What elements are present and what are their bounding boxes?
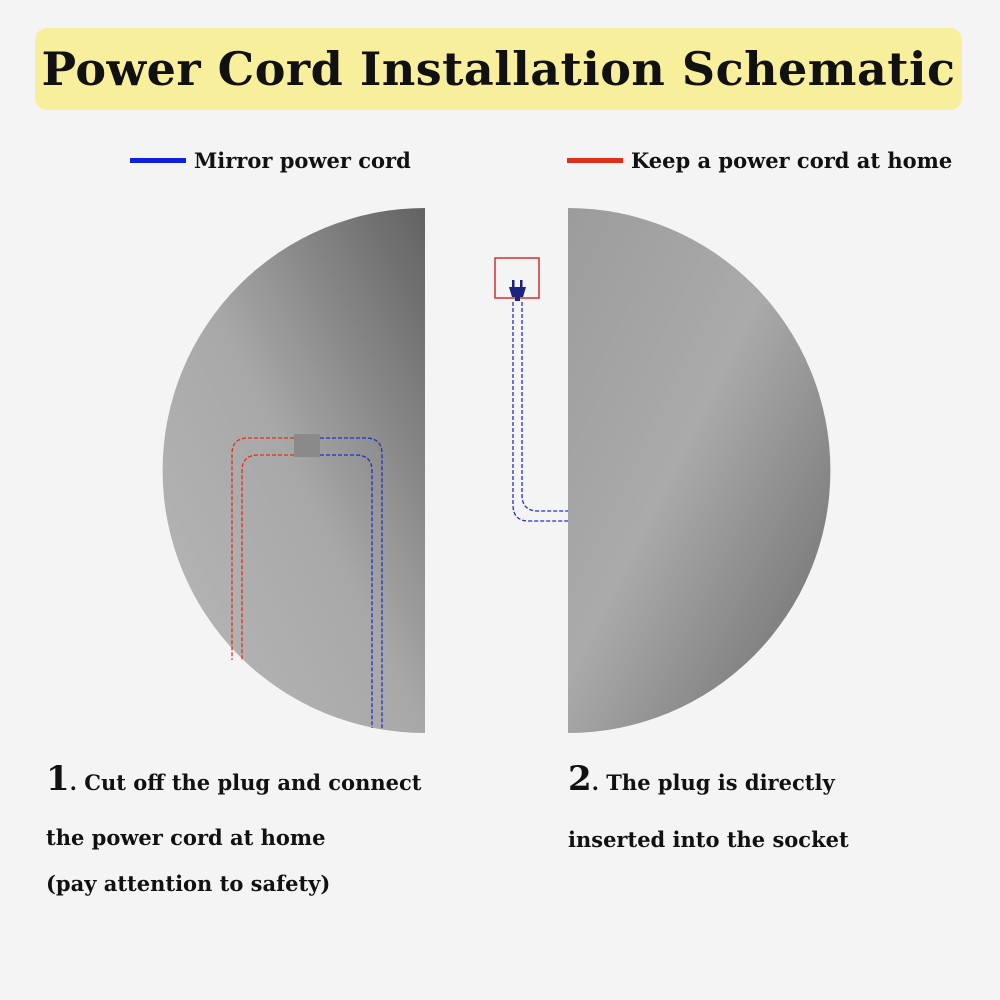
power-plug-icon xyxy=(509,280,526,301)
page-title: Power Cord Installation Schematic xyxy=(41,42,956,96)
step1-line3: (pay attention to safety) xyxy=(46,871,331,896)
legend-label-home: Keep a power cord at home xyxy=(631,148,953,173)
title-banner: Power Cord Installation Schematic xyxy=(35,28,962,110)
legend-swatch-red xyxy=(567,158,623,163)
step2-number: 2 xyxy=(568,759,592,799)
left-mirror-half xyxy=(162,208,425,733)
step2-line1: 2. The plug is directly xyxy=(568,762,835,796)
step1-text1: . Cut off the plug and connect xyxy=(69,770,422,795)
right-mirror-half xyxy=(568,208,831,733)
home-power-cord xyxy=(231,437,294,660)
legend-swatch-blue xyxy=(130,158,186,163)
step1-line1: 1. Cut off the plug and connect xyxy=(46,762,421,796)
mirror-power-cord-left xyxy=(320,437,383,728)
step2-line2: inserted into the socket xyxy=(568,827,849,852)
legend-label-mirror: Mirror power cord xyxy=(194,148,411,173)
legend-mirror-cord: Mirror power cord xyxy=(130,148,411,173)
legend-home-cord: Keep a power cord at home xyxy=(567,148,952,173)
step2-text1: . The plug is directly xyxy=(591,770,835,795)
mirror-power-cord-right xyxy=(512,302,568,522)
step1-number: 1 xyxy=(46,759,70,799)
step1-line2: the power cord at home xyxy=(46,825,326,850)
connector-block xyxy=(294,434,320,457)
